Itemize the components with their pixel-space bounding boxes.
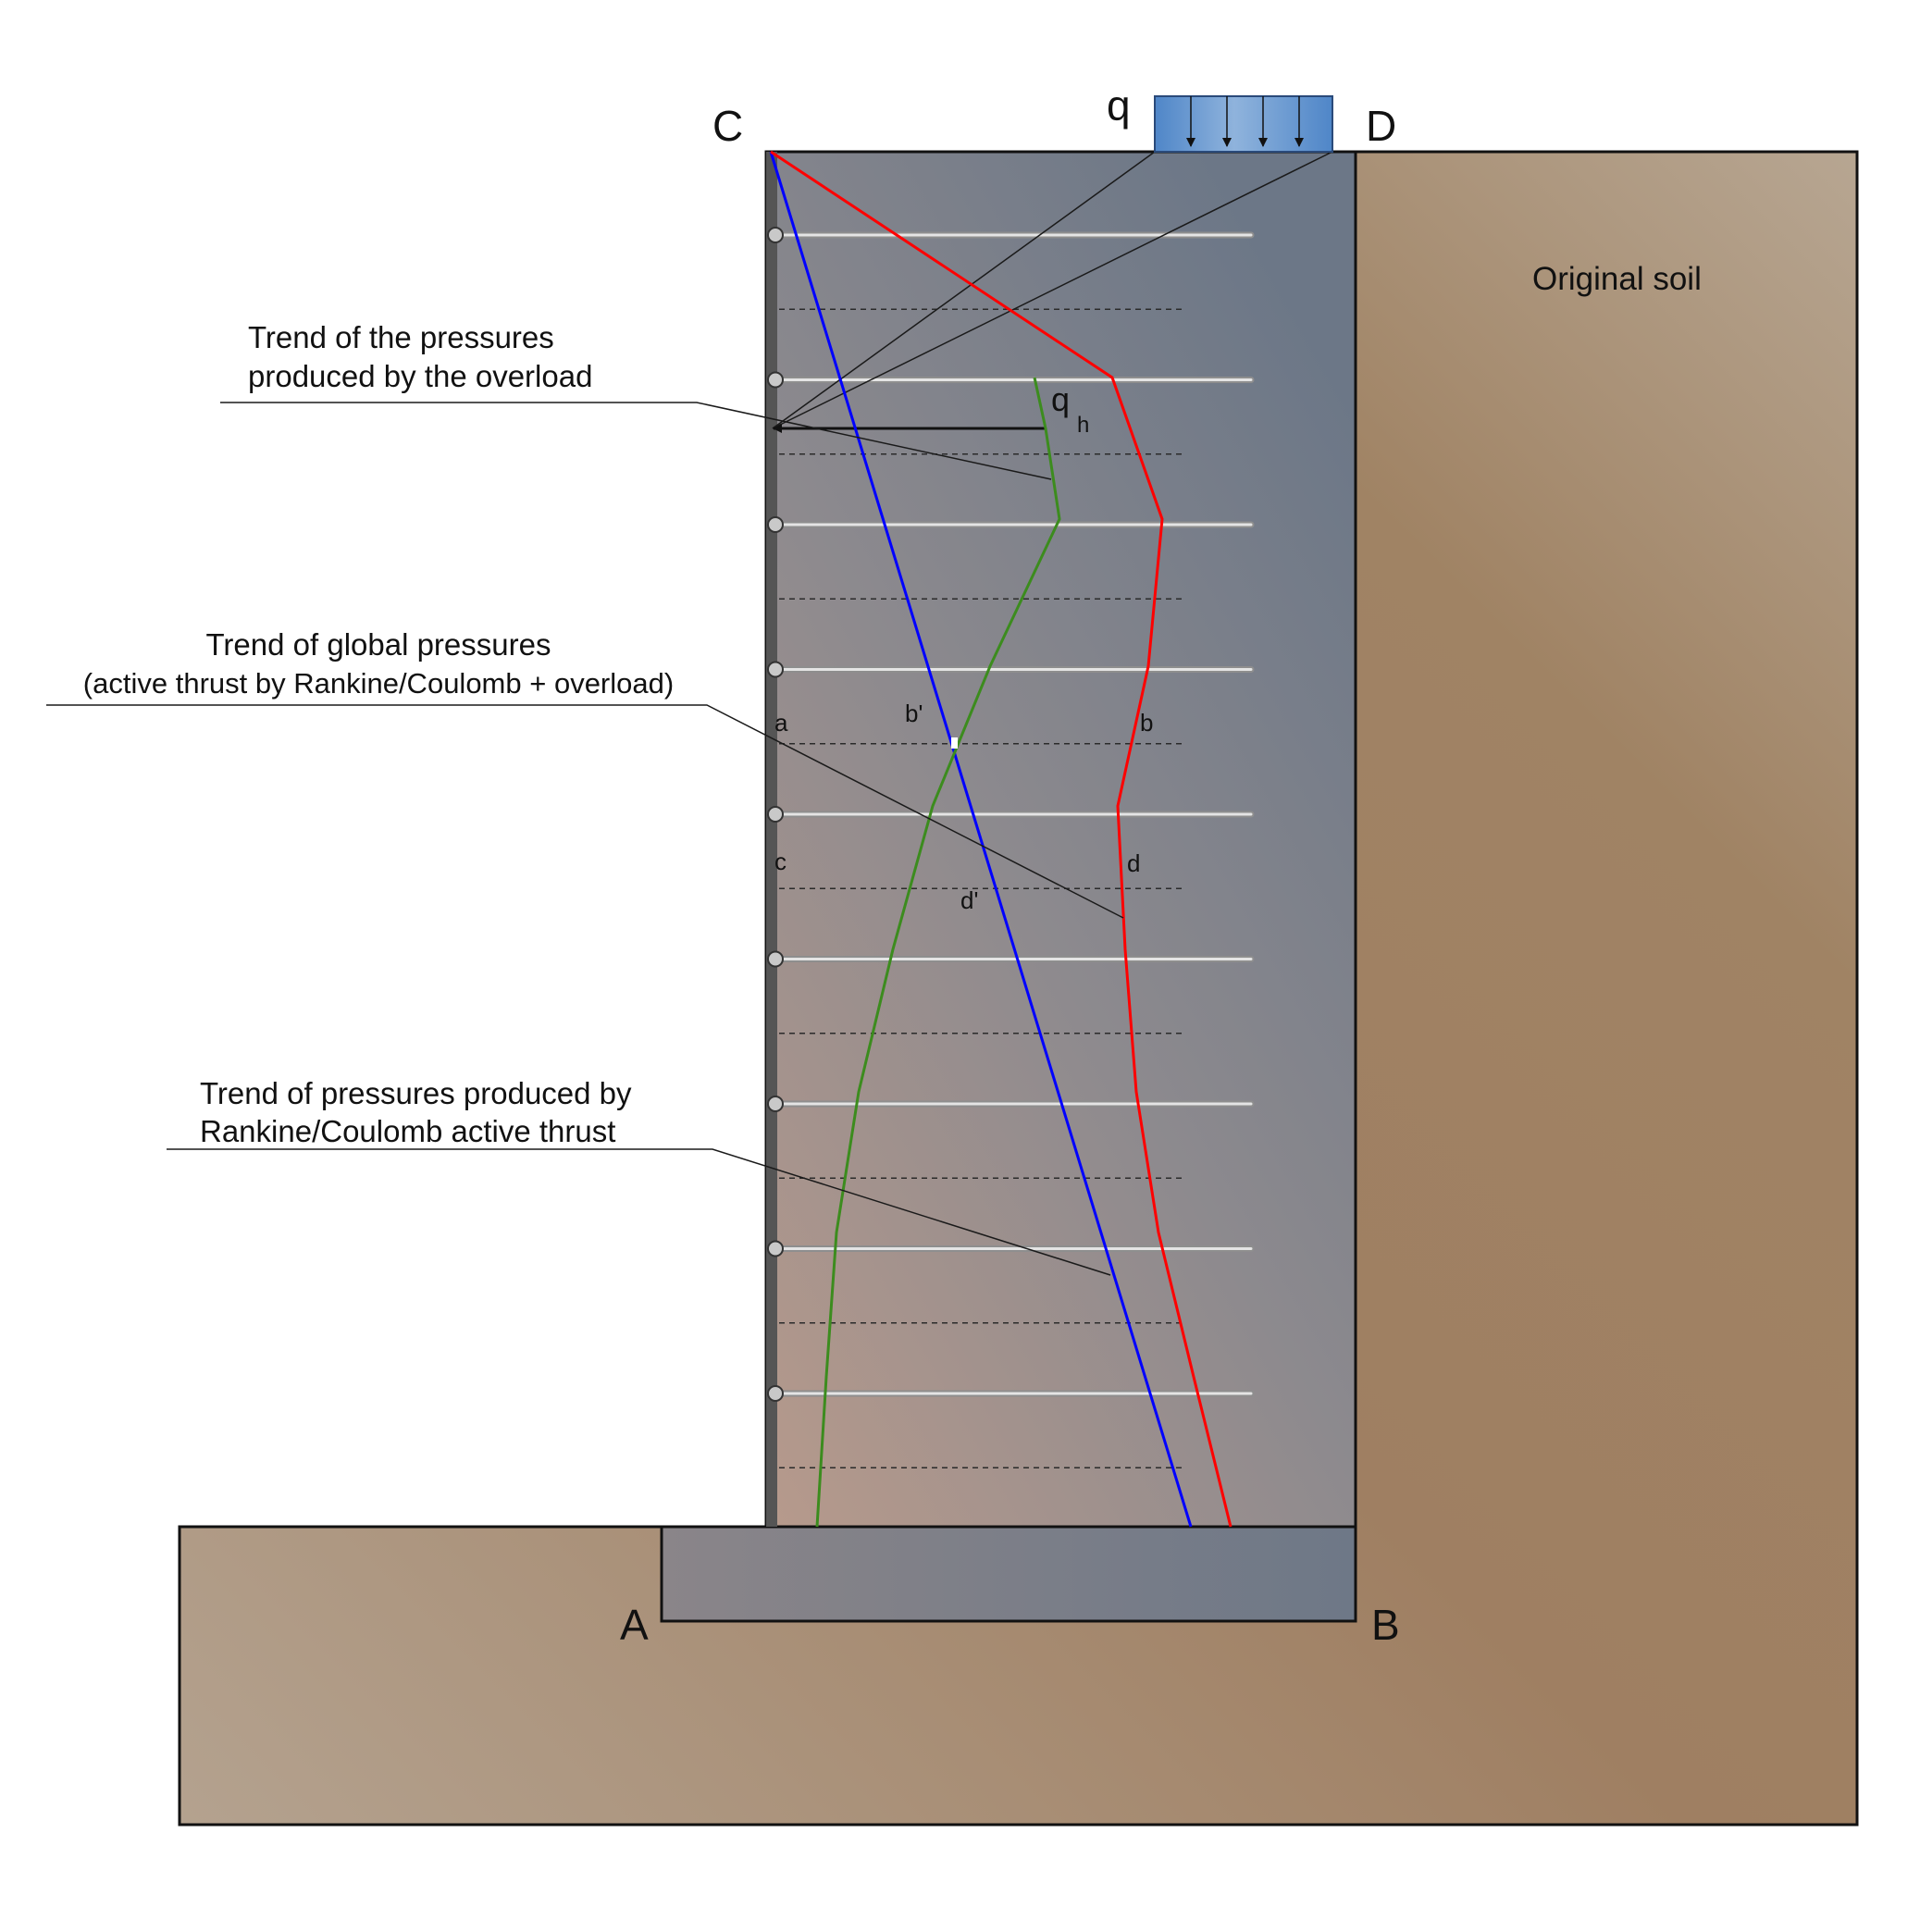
- reinforcement-strip: [767, 661, 1255, 678]
- active-leader: [167, 1148, 1111, 1276]
- point-d-prime-label: d': [960, 886, 978, 914]
- original-soil-label: Original soil: [1532, 261, 1702, 297]
- facing-joint: [767, 1240, 784, 1257]
- reinforcement-strip: [767, 950, 1255, 968]
- global-callout-line2: (active thrust by Rankine/Coulomb + over…: [83, 667, 674, 700]
- corner-b-label: B: [1371, 1601, 1400, 1649]
- corner-a-label: A: [620, 1601, 649, 1649]
- global-pressures-curve: [770, 150, 1233, 1528]
- point-b-prime-label: b': [905, 700, 923, 727]
- load-q-label: q: [1107, 81, 1131, 130]
- facing-joint: [767, 371, 784, 389]
- corner-d-label: D: [1366, 102, 1396, 150]
- foundation: [660, 1525, 1357, 1623]
- reinforcement-strips: [767, 227, 1255, 1402]
- point-d-label: d: [1127, 849, 1140, 877]
- global-callout-line1: Trend of global pressures: [206, 627, 551, 662]
- facing-joint: [767, 950, 784, 968]
- facing-joint: [767, 516, 784, 533]
- reinforcement-strip: [767, 516, 1255, 533]
- facing-joint: [767, 227, 784, 243]
- intermediate-lines: [779, 308, 1183, 1468]
- facing-joint: [767, 1096, 784, 1112]
- overload-diffusion-line: [772, 151, 1333, 429]
- facing-joint: [767, 1385, 784, 1402]
- facing-panel: [766, 152, 777, 1527]
- point-b-label: b: [1140, 709, 1153, 737]
- reinforcement-strip: [767, 1240, 1255, 1257]
- point-c-label: c: [774, 848, 787, 875]
- reinforced-earth-block: [764, 150, 1357, 1529]
- overload-callout-line1: Trend of the pressures: [248, 320, 554, 354]
- overload-diffusion-line: [772, 151, 1156, 429]
- global-leader: [46, 704, 1124, 919]
- intersection-marker: [951, 737, 958, 749]
- overload-callout-line2: produced by the overload: [248, 359, 592, 393]
- reinforcement-strip: [767, 1385, 1255, 1402]
- reinforcement-strip: [767, 1096, 1255, 1112]
- active-callout-line2: Rankine/Coulomb active thrust: [200, 1114, 615, 1148]
- surcharge-load: [1154, 95, 1333, 153]
- point-a-label: a: [774, 709, 788, 737]
- overload-leader: [220, 402, 1052, 480]
- facing-joint: [767, 806, 784, 823]
- overload-pressures-curve: [815, 377, 1061, 1528]
- qh-label: q: [1051, 380, 1070, 418]
- facing-joint: [767, 661, 784, 678]
- reinforcement-strip: [767, 806, 1255, 823]
- corner-c-label: C: [712, 102, 743, 150]
- qh-subscript: h: [1077, 413, 1089, 438]
- reinforcement-strip: [767, 371, 1255, 389]
- reinforcement-strip: [767, 227, 1255, 243]
- active-callout-line1: Trend of pressures produced by: [200, 1076, 632, 1110]
- active-thrust-curve: [769, 151, 1193, 1528]
